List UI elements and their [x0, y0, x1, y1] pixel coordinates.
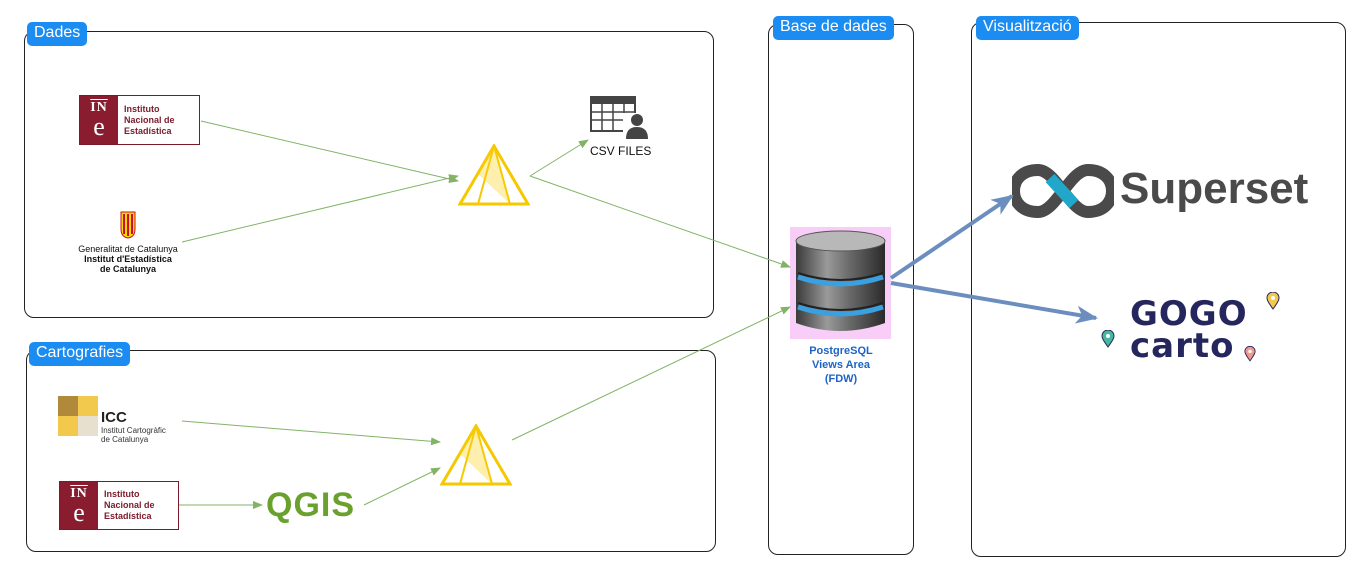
fme-triangle-icon [458, 144, 530, 206]
qgis-logo: QGIS [266, 486, 356, 524]
arrow-postgresql-to-superset [889, 194, 1014, 280]
visualitzacio-panel [971, 22, 1346, 557]
csv-files-label: CSV FILES [590, 144, 652, 158]
arrow-qgis-to-fme [363, 467, 441, 506]
csv-table-user-icon [590, 96, 651, 139]
superset-infinity-icon [1012, 164, 1114, 218]
base-dades-title: Base de dades [773, 16, 894, 40]
cartografies-title: Cartografies [29, 342, 131, 366]
arrow-fme-to-postgresql [529, 175, 791, 268]
arrow-icc-to-fme [181, 420, 441, 446]
idescat-logo: Generalitat de Catalunya Institut d'Esta… [78, 244, 178, 274]
fme-triangle-icon [440, 424, 512, 486]
arrow-idescat-to-fme [181, 174, 459, 243]
ine-logo: IN e Instituto Nacional de Estadística [79, 95, 200, 145]
arrow-fme-to-csv [529, 139, 589, 177]
dades-title: Dades [27, 22, 88, 46]
superset-logo: Superset [1120, 164, 1309, 213]
arrow-postgresql-to-gogocarto [890, 281, 1098, 324]
arrow-ine-to-fme [200, 120, 459, 183]
gogocarto-logo: GOGO carto [1130, 294, 1248, 366]
ine-logo: IN e Instituto Nacional de Estadística [59, 481, 179, 530]
dades-panel [24, 31, 714, 318]
icc-logo-squares-icon [58, 396, 98, 436]
ine-name: Instituto Nacional de Estadística [124, 103, 175, 136]
arrow-fme-to-postgresql [511, 306, 791, 441]
generalitat-emblem-icon [120, 211, 136, 239]
icc-logo: ICC Institut Cartogràfic de Catalunya [101, 409, 166, 445]
map-pin-icon [1101, 330, 1115, 348]
ine-name: Instituto Nacional de Estadística [104, 489, 155, 521]
visualitzacio-title: Visualització [976, 16, 1079, 40]
map-pin-icon [1266, 292, 1280, 310]
ine-mark: IN e [60, 482, 98, 529]
map-pin-icon [1244, 346, 1256, 362]
postgresql-label: PostgreSQL Views Area (FDW) [809, 345, 873, 385]
postgresql-database-icon [790, 227, 891, 339]
ine-mark: IN e [80, 96, 118, 144]
